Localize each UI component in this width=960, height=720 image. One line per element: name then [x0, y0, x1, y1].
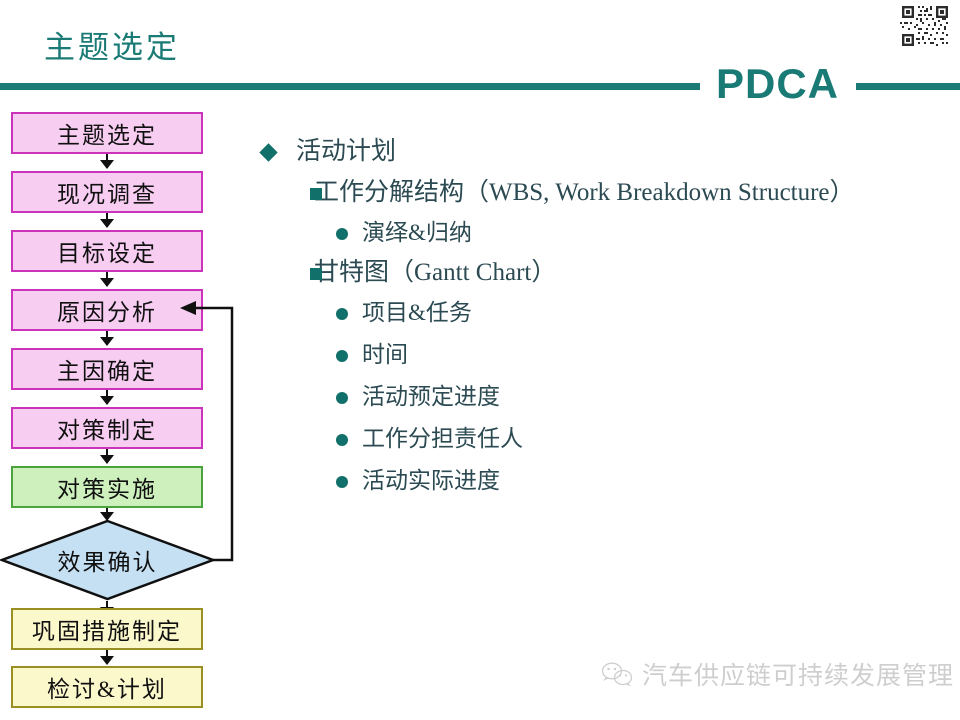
bullet-item-deduction-induction: 演绎&归纳 — [252, 212, 952, 254]
bullet-text: 工作分担责任人 — [362, 426, 523, 451]
header-rule-left — [0, 83, 700, 90]
qr-code-icon — [898, 4, 952, 48]
circle-bullet-icon — [336, 476, 348, 488]
flow-arrow-7 — [100, 512, 114, 521]
bullet-item-activity-plan: 活动计划 — [252, 132, 952, 172]
square-bullet-icon — [310, 268, 322, 280]
flow-step-label: 效果确认 — [57, 550, 158, 575]
footer-account-name: 汽车供应链可持续发展管理 — [642, 663, 955, 690]
circle-bullet-icon — [336, 392, 348, 404]
wechat-icon — [601, 662, 633, 687]
diamond-shape — [0, 519, 215, 601]
square-bullet-icon — [310, 188, 322, 200]
bullet-item-time: 时间 — [252, 334, 952, 376]
bullet-text: 甘特图（Gantt Chart） — [314, 259, 557, 286]
flow-step-zhutixuanding[interactable]: 主题选定 — [11, 112, 203, 154]
bullet-item-planned-progress: 活动预定进度 — [252, 376, 952, 418]
footer-watermark: 汽车供应链可持续发展管理 — [600, 656, 954, 692]
flow-step-yuanyinfenxi[interactable]: 原因分析 — [11, 289, 203, 331]
pdca-flowchart: 主题选定 现况调查 目标设定 原因分析 主因确定 对策制定 对策实施 效果确认 … — [0, 100, 240, 720]
flow-step-duiceshishi[interactable]: 对策实施 — [11, 466, 203, 508]
page-title: 主题选定 — [44, 30, 180, 65]
flow-arrow-1 — [100, 160, 114, 169]
flow-arrow-6 — [100, 455, 114, 464]
bullet-item-project-task: 项目&任务 — [252, 292, 952, 334]
bullet-item-actual-progress: 活动实际进度 — [252, 460, 952, 502]
flow-step-gonggucuoshizhiding[interactable]: 巩固措施制定 — [11, 608, 203, 650]
flow-arrow-9 — [100, 656, 114, 665]
pdca-label: PDCA — [716, 60, 840, 107]
flow-arrow-2 — [100, 219, 114, 228]
flow-arrow-5 — [100, 396, 114, 405]
bullet-text: 时间 — [362, 342, 408, 367]
bullet-item-gantt-chart: 甘特图（Gantt Chart） — [252, 254, 952, 292]
flow-step-xiankuangdiaocha[interactable]: 现况调查 — [11, 171, 203, 213]
flow-arrow-3 — [100, 278, 114, 287]
bullet-text: 活动预定进度 — [362, 384, 500, 409]
circle-bullet-icon — [336, 308, 348, 320]
circle-bullet-icon — [336, 228, 348, 240]
flow-step-duicezhiding[interactable]: 对策制定 — [11, 407, 203, 449]
flow-step-zhuyinqueding[interactable]: 主因确定 — [11, 348, 203, 390]
flow-step-jiantaojihua[interactable]: 检讨&计划 — [11, 666, 203, 708]
diamond-bullet-icon — [259, 143, 278, 162]
circle-bullet-icon — [336, 434, 348, 446]
bullet-text: 演绎&归纳 — [362, 220, 472, 245]
bullet-text: 活动计划 — [296, 138, 397, 165]
bullet-text: 项目&任务 — [362, 300, 472, 325]
content-bullet-list: 活动计划 工作分解结构（WBS, Work Breakdown Structur… — [252, 132, 952, 502]
flow-step-xiaoguoqueren[interactable]: 效果确认 — [0, 519, 215, 601]
circle-bullet-icon — [336, 350, 348, 362]
bullet-text: 工作分解结构（WBS, Work Breakdown Structure） — [314, 179, 855, 206]
bullet-text: 活动实际进度 — [362, 468, 500, 493]
flow-arrow-4 — [100, 337, 114, 346]
header-rule-right — [856, 83, 960, 90]
bullet-item-responsible-person: 工作分担责任人 — [252, 418, 952, 460]
flow-step-mubiaosheding[interactable]: 目标设定 — [11, 230, 203, 272]
bullet-item-wbs: 工作分解结构（WBS, Work Breakdown Structure） — [252, 174, 952, 212]
